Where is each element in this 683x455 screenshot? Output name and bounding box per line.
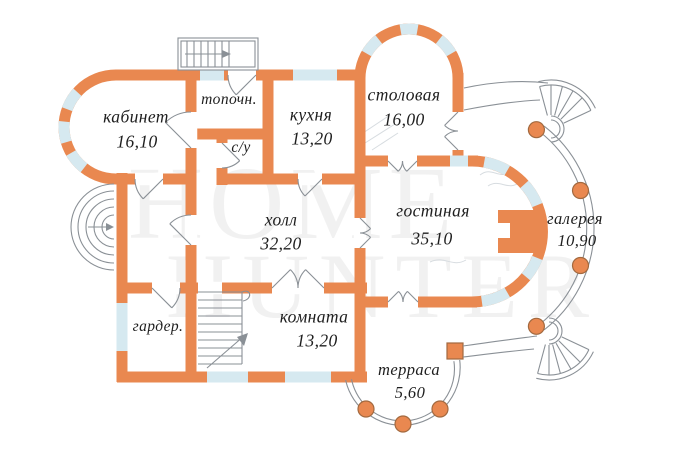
entry-porch-stairs xyxy=(177,37,259,71)
gallery-column xyxy=(571,256,590,275)
terrace-column xyxy=(357,400,375,418)
room-area-terrace: 5,60 xyxy=(394,383,426,402)
room-label-kabinet: кабинет xyxy=(103,106,169,127)
terrace-structure xyxy=(345,359,461,433)
room-label-terrace: терраса xyxy=(378,360,440,379)
room-label-hall: холл xyxy=(264,209,298,230)
gallery-column xyxy=(527,317,546,335)
room-area-kabinet: 16,10 xyxy=(116,131,158,152)
terrace-pillar xyxy=(446,342,464,360)
room-area-living: 35,10 xyxy=(411,228,453,249)
room-label-living: гостиная xyxy=(396,200,470,221)
room-area-gallery: 10,90 xyxy=(557,231,597,250)
watermark-line1: HOME xyxy=(128,146,459,261)
room-label-wardrobe: гардер. xyxy=(132,318,184,335)
gallery-structure xyxy=(462,79,596,381)
interior-staircase xyxy=(198,290,251,369)
side-curved-stairs xyxy=(70,183,115,271)
gallery-column xyxy=(571,181,590,200)
room-area-room: 13,20 xyxy=(296,330,338,351)
room-label-topoch: топочн. xyxy=(201,91,257,108)
windows xyxy=(58,23,543,383)
gallery-column xyxy=(527,121,546,139)
room-label-dining: столовая xyxy=(367,84,441,105)
room-area-hall: 32,20 xyxy=(260,233,302,254)
room-area-kitchen: 13,20 xyxy=(291,128,333,149)
room-label-kitchen: кухня xyxy=(289,104,333,125)
terrace-column xyxy=(394,415,412,433)
room-label-room: комната xyxy=(279,306,349,327)
room-label-gallery: галерея xyxy=(547,209,603,228)
terrace-column xyxy=(431,400,449,418)
room-label-su: с/у xyxy=(231,139,251,156)
door-swings xyxy=(134,74,459,309)
room-area-dining: 16,00 xyxy=(383,109,425,130)
